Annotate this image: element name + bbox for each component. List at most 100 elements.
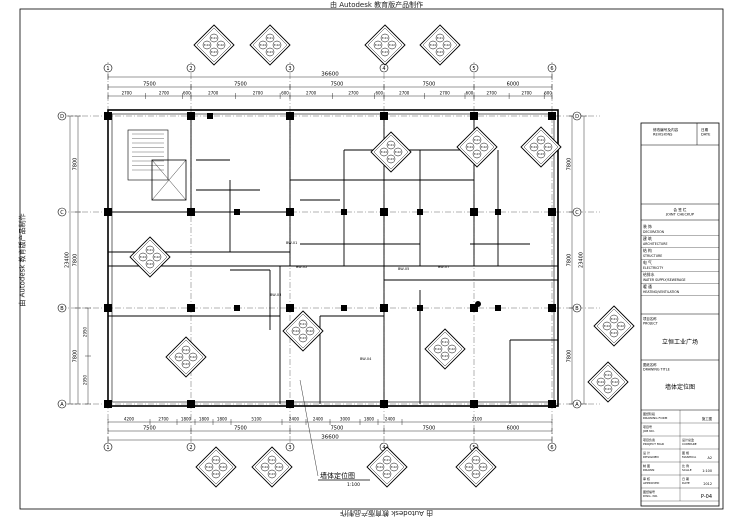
drawing-title-label: 图纸名称 [643, 362, 657, 367]
elevation-diamond [193, 24, 235, 66]
elevation-diamond-inner [373, 134, 409, 170]
elevation-tag: E-02 [612, 380, 618, 384]
elevation-tag: E-01 [213, 458, 219, 462]
elevation-circle [529, 142, 539, 152]
elevation-tag: E-02 [307, 329, 313, 333]
dim-bays-top-text: 7500 [331, 82, 344, 88]
elevation-tag: E-04 [435, 347, 441, 351]
elevation-tag: E-02 [618, 324, 624, 328]
elevation-diamond-inner [196, 27, 232, 63]
title-row-value: 2012 [703, 482, 712, 486]
elevation-diamond [249, 24, 291, 66]
project-label: PROJECT [643, 321, 659, 325]
elevation-circle [272, 40, 282, 50]
elevation-tag: E-04 [262, 465, 268, 469]
dim-details-top-text: 2700 [208, 91, 219, 96]
title-row-label: APPROVED [643, 481, 660, 485]
elevation-diamond-inner [427, 331, 463, 367]
joint-checkup-label: JOINT CHECKUP [665, 213, 695, 217]
elevation-tag: E-04 [604, 324, 610, 328]
dim-overall-top-text: 36600 [321, 72, 339, 78]
project-label: 项目名称 [643, 316, 657, 321]
column [286, 112, 294, 120]
elevation-circle [428, 40, 438, 50]
dim-bays-bottom-text: 6000 [507, 426, 520, 432]
elevation-circle [386, 154, 396, 164]
elevation-tag: E-04 [204, 43, 210, 47]
dim-bays-right-text: 7800 [567, 158, 573, 171]
axis-bubble-row [572, 399, 582, 409]
elevation-circle [267, 469, 277, 479]
elevation-tag: E-04 [467, 145, 473, 149]
elevation-symbols: E-01E-02E-03E-04E-01E-02E-03E-04E-01E-02… [129, 24, 635, 488]
elevation-circle [298, 319, 308, 329]
dim-details-bottom-text: 2400 [385, 417, 396, 422]
elevation-tag: E-02 [481, 145, 487, 149]
elevation-diamond-inner [198, 449, 234, 485]
elevation-circle [440, 337, 450, 347]
title-row-label: DRAWING FORM [643, 416, 668, 420]
column [286, 208, 294, 216]
elevation-tag: E-03 [474, 152, 480, 156]
elevation-tag: E-02 [449, 347, 455, 351]
dim-bays-top-text: 7500 [423, 82, 436, 88]
elevation-circle [373, 40, 383, 50]
elevation-tag: E-04 [377, 465, 383, 469]
elevation-tag: E-03 [442, 354, 448, 358]
wall-tag: BW-07 [438, 265, 449, 269]
column-small [341, 209, 347, 215]
column [104, 304, 112, 312]
elevation-circle [265, 33, 275, 43]
drawing-title-value: 墙体定位图 [665, 383, 695, 391]
column [470, 400, 478, 408]
dim-details-top-text: 2700 [253, 91, 264, 96]
elevation-tag: E-03 [213, 472, 219, 476]
elevation-diamond [587, 361, 629, 403]
dim-details-bottom-text: 2700 [158, 417, 169, 422]
elevation-diamond-inner [168, 339, 204, 375]
dim-bays-top-text: 6000 [507, 82, 520, 88]
elevation-diamond [370, 131, 412, 173]
elevation-circle [386, 140, 396, 150]
elevation-tag: E-04 [430, 43, 436, 47]
elevation-circle [442, 40, 452, 50]
elevation-circle [305, 326, 315, 336]
sheet-frame [19, 8, 724, 510]
column [380, 400, 388, 408]
elevation-circle [447, 344, 457, 354]
discipline-en: WATER SUPPLY/SEWERAGE [643, 278, 686, 282]
elevation-tag: E-04 [260, 43, 266, 47]
dim-bays-left-text: 7800 [73, 254, 79, 267]
elevation-circle [174, 352, 184, 362]
axis-label-row: A [60, 402, 64, 408]
elevation-circle [211, 469, 221, 479]
discipline-cn: 建 筑 [643, 236, 652, 241]
column [187, 304, 195, 312]
elevation-tag: E-03 [473, 472, 479, 476]
elevation-tag: E-02 [389, 43, 395, 47]
title-row-label2: COMPARE [682, 442, 697, 446]
elevation-circle [209, 33, 219, 43]
elevation-tag: E-02 [395, 150, 401, 154]
column [187, 400, 195, 408]
elevation-circle [260, 462, 270, 472]
title-row-label: 图纸阶段 [643, 411, 655, 416]
elevation-circle [478, 462, 488, 472]
axis-bubble-row [57, 303, 67, 313]
axis-label-col: 2 [189, 445, 192, 451]
elevation-tag: E-01 [605, 373, 611, 377]
title-row-label: 制 图 [643, 463, 650, 468]
elevation-tag: E-01 [437, 36, 443, 40]
axis-label-col: 1 [106, 66, 109, 72]
drawing-title-label: DRAWING TITLE [643, 367, 670, 371]
elevation-diamond-inner [459, 129, 495, 165]
elevation-tag: E-03 [611, 331, 617, 335]
elevation-tag: E-04 [375, 43, 381, 47]
elevation-tag: E-04 [206, 465, 212, 469]
axis-label-col: 3 [288, 66, 291, 72]
axis-label-col: 4 [382, 445, 385, 451]
elevation-tag: E-02 [220, 465, 226, 469]
title-row-label2: MANHICA [682, 455, 697, 459]
dim-details-bottom-text: 2100 [472, 417, 483, 422]
